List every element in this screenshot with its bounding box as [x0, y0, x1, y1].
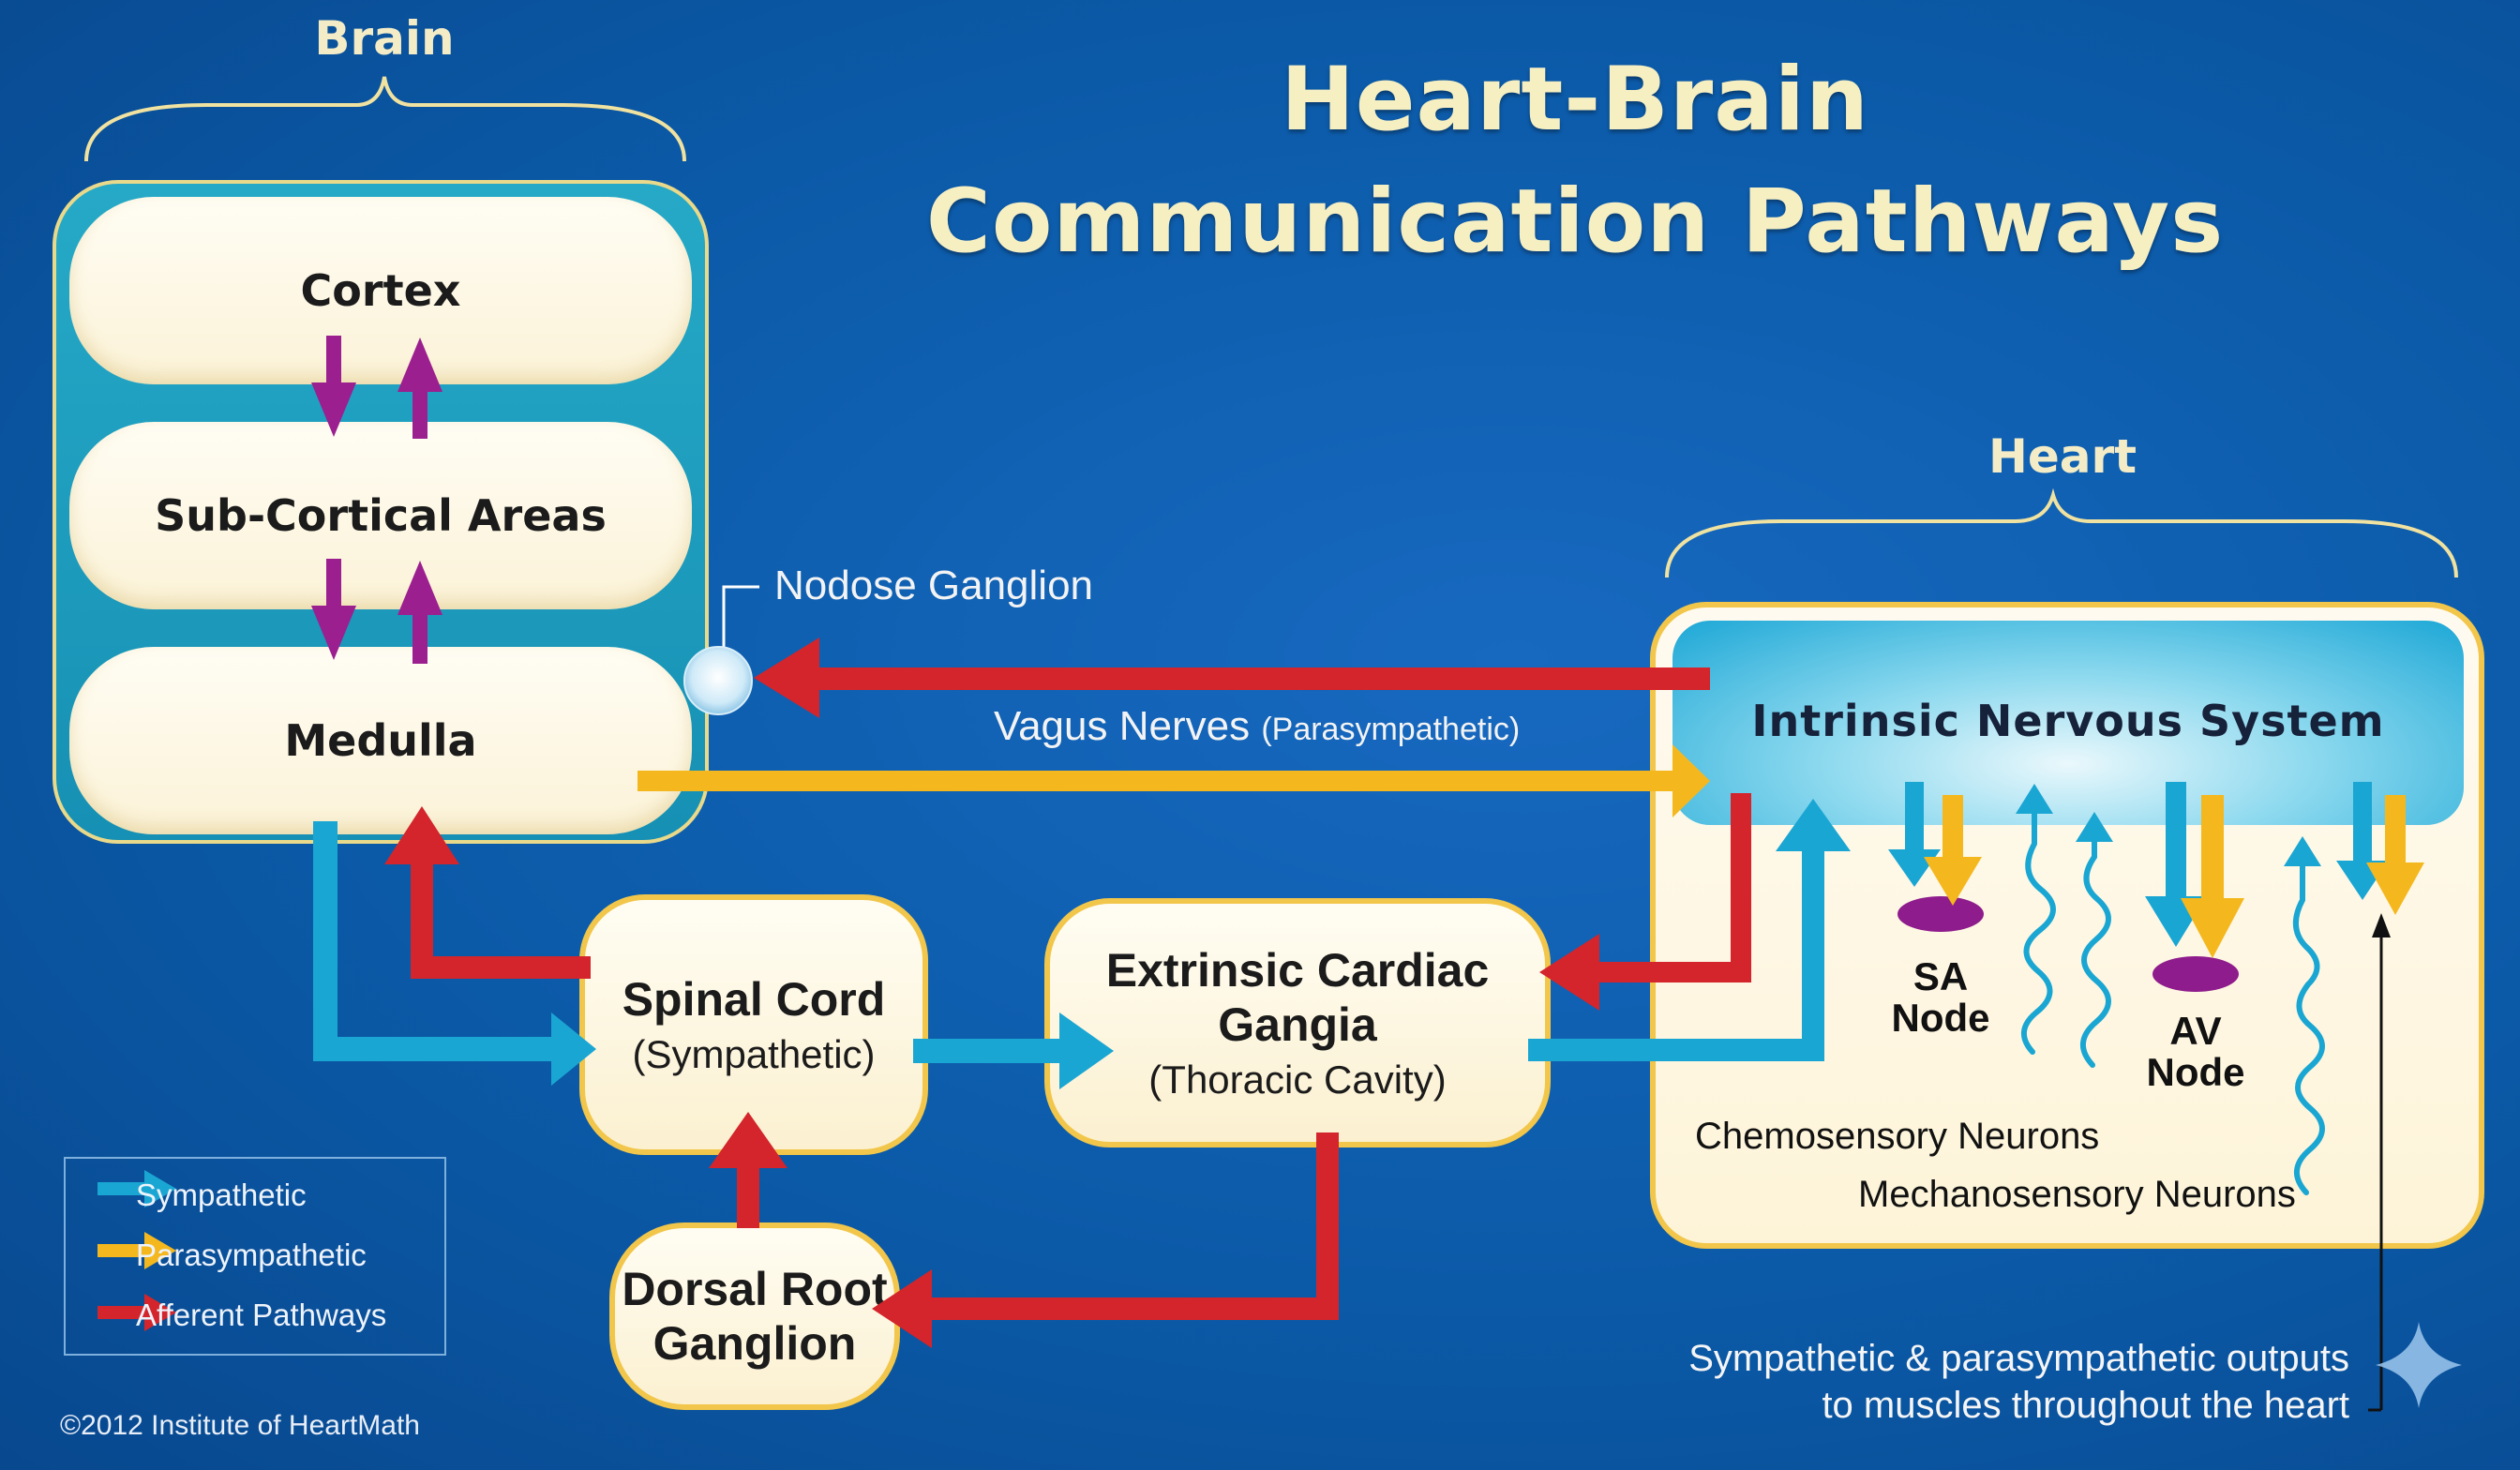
vagus-afferent-arrow	[754, 638, 1710, 718]
sensory-neuron-arrowheads	[2016, 784, 2321, 866]
mechanosensory-neurons-label: Mechanosensory Neurons	[1858, 1174, 2296, 1215]
chemosensory-neurons-label: Chemosensory Neurons	[1695, 1116, 2100, 1157]
vagus-nerves-label: Vagus Nerves (Parasympathetic)	[994, 703, 1520, 750]
vagus-nerves-main: Vagus Nerves	[994, 703, 1251, 749]
sa-node-label: SA Node	[1866, 956, 2016, 1039]
legend-parasympathetic: Parasympathetic	[136, 1238, 367, 1272]
spinal-medulla-afferent-arrow	[384, 806, 591, 979]
subcortical-box: Sub-Cortical Areas	[69, 422, 692, 609]
subcortical-medulla-arrows	[311, 559, 442, 664]
extrinsic-dorsal-afferent-arrow	[872, 1132, 1339, 1348]
footnote-line-2: to muscles throughout the heart	[1822, 1385, 2349, 1426]
brain-label: Brain	[314, 11, 455, 66]
intrinsic-nervous-system-band	[1672, 621, 2464, 825]
nodose-ganglion	[683, 646, 753, 715]
medulla-box: Medulla	[69, 647, 692, 834]
spinal-cord-label: Spinal Cord	[622, 973, 886, 1026]
heart-label: Heart	[1988, 429, 2138, 484]
vagus-parasympathetic-arrow	[638, 744, 1710, 818]
neuron-wave-3	[2293, 860, 2325, 1195]
spinal-cord-box: Spinal Cord (Sympathetic)	[579, 894, 928, 1155]
spinal-cord-sublabel: (Sympathetic)	[632, 1032, 876, 1076]
cortex-box: Cortex	[69, 197, 692, 384]
title-line-1: Heart-Brain	[1281, 49, 1869, 151]
extrinsic-cardiac-ganglia-sublabel: (Thoracic Cavity)	[1148, 1058, 1447, 1102]
footnote-line-1: Sympathetic & parasympathetic outputs	[1688, 1338, 2349, 1379]
cortex-label: Cortex	[300, 265, 461, 316]
dorsal-root-label-line1: Dorsal Root	[622, 1263, 888, 1315]
extrinsic-heart-sympathetic-arrow	[1528, 799, 1851, 1061]
extrinsic-cardiac-ganglia-box: Extrinsic Cardiac Gangia (Thoracic Cavit…	[1044, 898, 1551, 1148]
legend-afferent: Afferent Pathways	[136, 1298, 387, 1332]
subcortical-label: Sub-Cortical Areas	[155, 490, 607, 541]
title-line-2: Communication Pathways	[925, 171, 2225, 273]
sparkle-icon	[2376, 1322, 2462, 1408]
dorsal-spinal-afferent-arrow	[709, 1112, 788, 1228]
sa-node-arrows	[1888, 782, 1982, 906]
av-node-label: AV Node	[2121, 1011, 2271, 1093]
brain-brace	[84, 76, 686, 162]
footnote: Sympathetic & parasympathetic outputs to…	[1688, 1335, 2349, 1429]
heart-extrinsic-afferent-arrow	[1539, 793, 1751, 1011]
copyright: ©2012 Institute of HeartMath	[60, 1410, 420, 1441]
vagus-nerves-sub: (Parasympathetic)	[1261, 712, 1521, 747]
sa-node-label-line2: Node	[1891, 996, 1990, 1040]
av-node-arrows	[2145, 782, 2244, 958]
legend-sympathetic: Sympathetic	[136, 1178, 307, 1212]
footnote-pointer-head	[2372, 913, 2391, 938]
sa-node-label-line1: SA	[1912, 954, 1969, 998]
heart-brace	[1665, 488, 2458, 578]
nodose-ganglion-label: Nodose Ganglion	[774, 562, 1094, 608]
footnote-pointer	[2368, 928, 2383, 1412]
medulla-spinal-sympathetic-arrow	[313, 821, 596, 1086]
legend	[64, 1157, 446, 1356]
nodose-connector	[722, 585, 759, 673]
dorsal-root-ganglion-box: Dorsal Root Ganglion	[609, 1222, 900, 1410]
extrinsic-cardiac-ganglia-label: Extrinsic Cardiac Gangia	[1105, 944, 1490, 1051]
cortex-subcortical-arrows	[311, 336, 442, 439]
neuron-wave-2	[2080, 833, 2111, 1068]
dorsal-root-label-line2: Ganglion	[652, 1317, 857, 1370]
sensory-neuron-waves	[2021, 803, 2325, 1195]
av-node-marker	[2152, 956, 2239, 992]
legend-arrows	[98, 1170, 176, 1331]
sa-node-marker	[1898, 896, 1984, 932]
neuron-wave-1	[2021, 803, 2056, 1055]
intrinsic-nervous-system-label: Intrinsic Nervous System	[1751, 696, 2385, 746]
medulla-label: Medulla	[284, 715, 477, 766]
av-node-label-line2: Node	[2146, 1050, 2245, 1094]
spinal-extrinsic-sympathetic-arrow	[913, 1012, 1114, 1089]
muscle-output-arrows	[2336, 782, 2424, 915]
av-node-label-line1: AV	[2169, 1009, 2222, 1053]
